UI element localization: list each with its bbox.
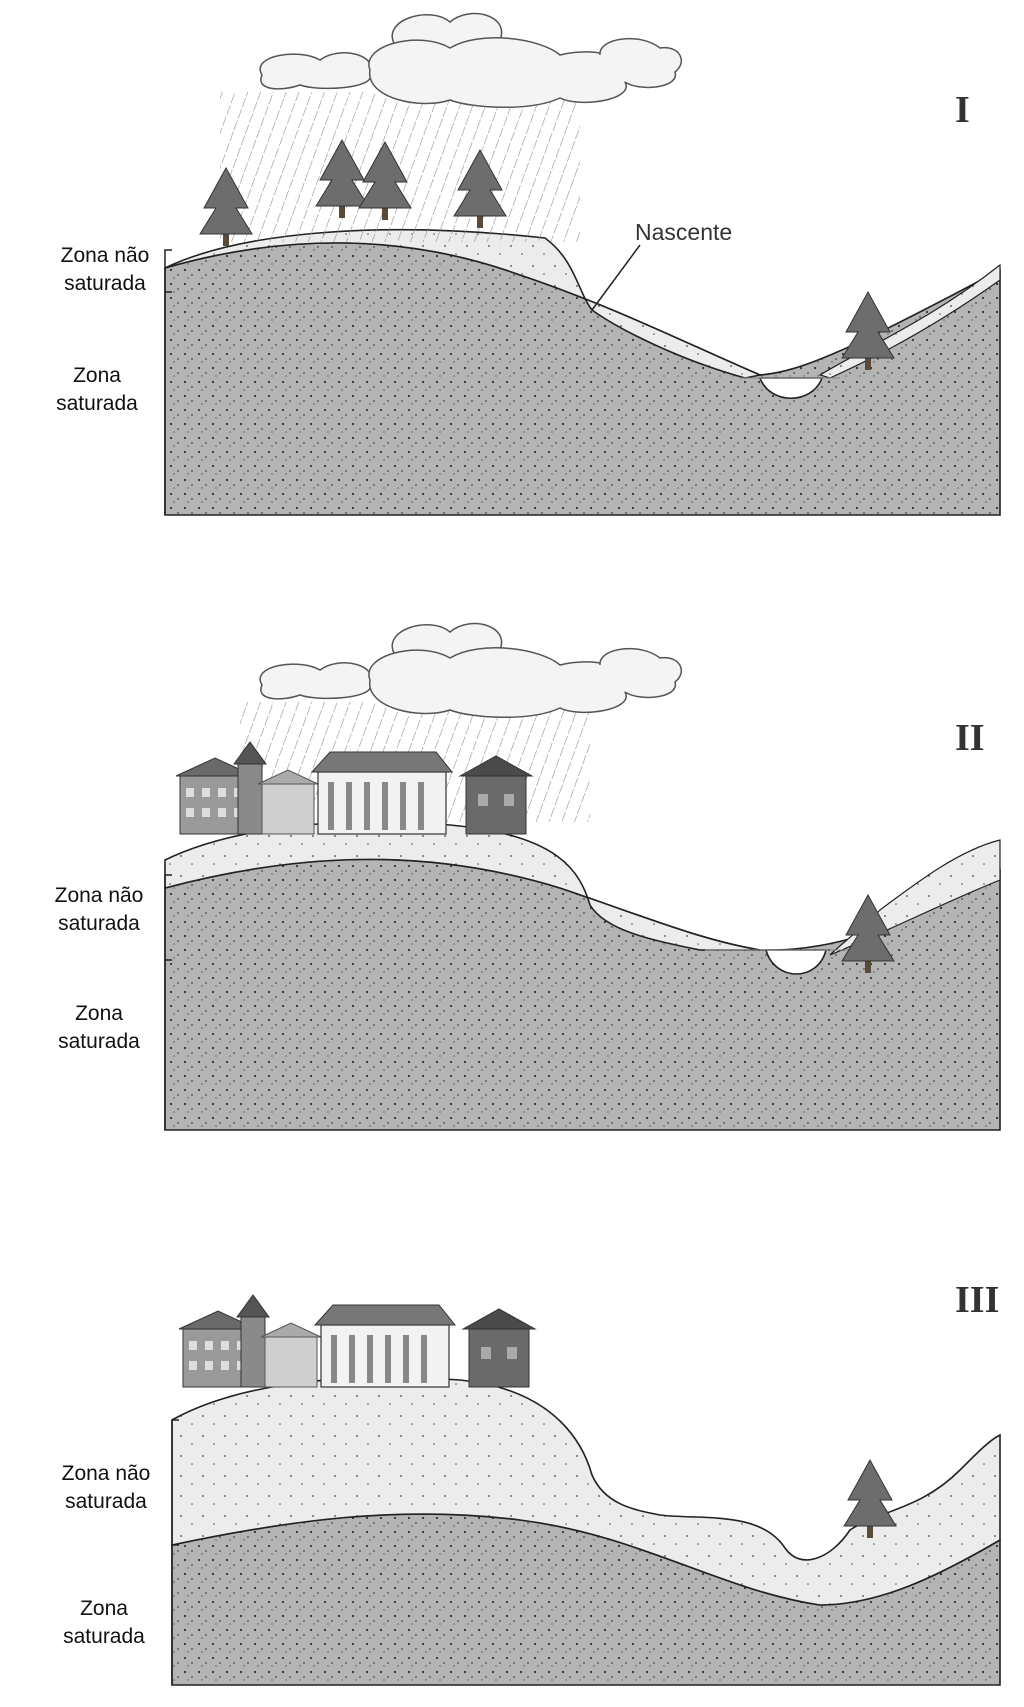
- unsat-label-line1: Zona não: [61, 244, 150, 267]
- callout-line-I: [591, 244, 641, 311]
- bracket-unsat-III: [171, 1419, 179, 1546]
- saturated-zone-I: [164, 242, 1001, 516]
- sat-label-line2: saturada: [58, 1030, 140, 1053]
- unsat-label-line2: saturada: [64, 272, 146, 295]
- unsat-label-line1: Zona não: [55, 884, 144, 907]
- stream-I: [758, 377, 824, 400]
- sat-label-line2: saturada: [63, 1625, 145, 1648]
- callout-nascente: Nascente: [635, 219, 732, 245]
- panel-III: III Zona não saturada Zona saturada: [62, 1279, 1001, 1686]
- sat-label-line1: Zona: [75, 1002, 123, 1025]
- panel-I: Nascente I Zona não saturada Zona satura…: [56, 12, 1001, 516]
- sat-label-line2: saturada: [56, 392, 138, 415]
- unsat-label-line2: saturada: [65, 1490, 147, 1513]
- panel-roman-II: II: [955, 717, 985, 759]
- sat-label-line1: Zona: [80, 1597, 128, 1620]
- rain-I: [220, 92, 580, 242]
- panel-II: II Zona não saturada Zona saturada: [55, 622, 1001, 1131]
- tree-icon: [843, 1459, 897, 1539]
- bracket-unsat-II: [164, 874, 172, 961]
- tree-icon: [841, 291, 895, 371]
- house-icon: [178, 1294, 536, 1388]
- sat-label-line1: Zona: [73, 364, 121, 387]
- panel-roman-I: I: [955, 89, 970, 131]
- unsat-label-line2: saturada: [58, 912, 140, 935]
- unsat-label-line1: Zona não: [62, 1462, 151, 1485]
- bracket-unsat-I: [164, 249, 172, 293]
- panel-roman-III: III: [955, 1279, 999, 1321]
- saturated-zone-II: [164, 858, 1001, 1131]
- stream-II: [764, 949, 828, 975]
